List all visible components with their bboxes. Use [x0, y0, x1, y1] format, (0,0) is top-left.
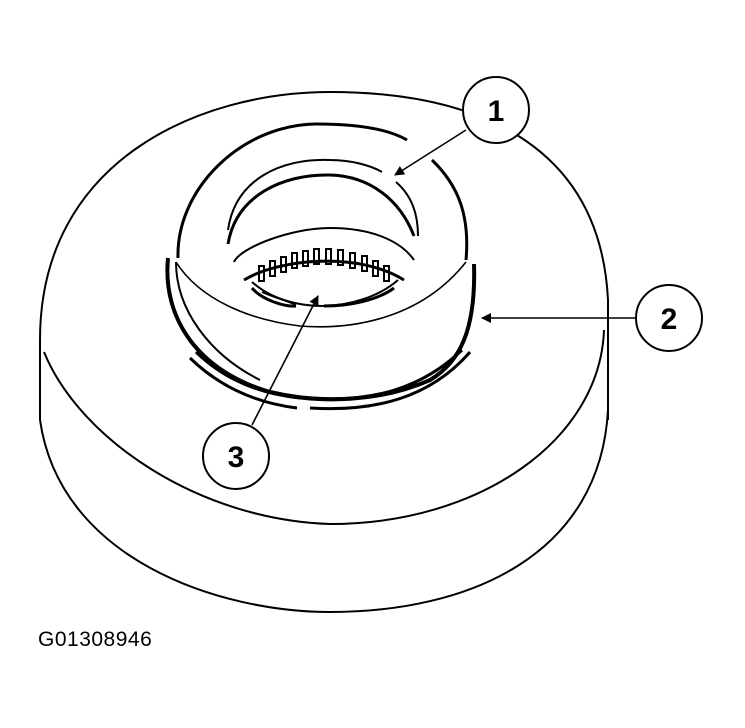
callout-2-circle [635, 284, 703, 352]
callout-1-label: 1 [488, 95, 505, 128]
housing-disc [39, 90, 609, 614]
callout-1-circle [462, 76, 530, 144]
needle-bearing [233, 226, 415, 308]
callout-2: 2 [481, 284, 703, 352]
callout-3-circle [202, 422, 270, 490]
callout-3: 3 [202, 295, 319, 490]
seal-body [165, 122, 477, 411]
callout-1: 1 [394, 76, 530, 176]
callout-2-label: 2 [661, 303, 678, 336]
callout-3-label: 3 [228, 441, 245, 474]
figure-id: G01308946 [38, 628, 153, 651]
